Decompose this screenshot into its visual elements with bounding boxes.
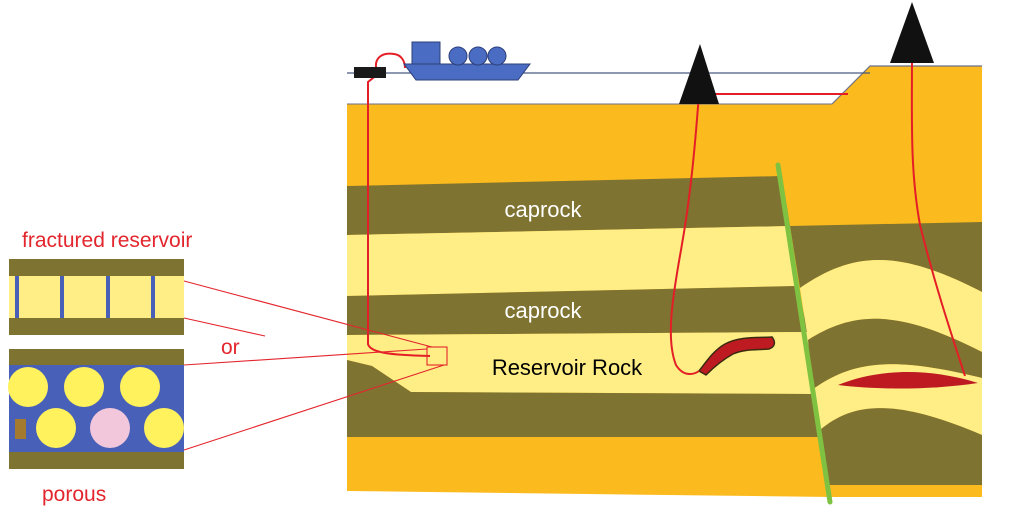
oil-trap-anticline xyxy=(838,371,978,389)
porous-reservoir-inset xyxy=(8,349,184,469)
sand-grains xyxy=(8,367,184,448)
zoom-box xyxy=(426,346,448,366)
cross-section xyxy=(347,65,982,505)
rig-right-well-path xyxy=(910,55,966,377)
tanker-ship-icon xyxy=(403,41,531,81)
porous-label: porous xyxy=(42,483,106,506)
yellow-layer-upper xyxy=(347,226,797,296)
caprock-label-lower: caprock xyxy=(504,298,582,323)
fracture-lines xyxy=(15,276,155,318)
drilling-rig-icon-right xyxy=(890,2,934,63)
reservoir-rock-label: Reservoir Rock xyxy=(492,355,643,380)
fault-line xyxy=(775,162,833,505)
reservoir-rock-layer xyxy=(347,332,812,394)
anticline-olive-middle xyxy=(808,318,982,390)
fractured-reservoir-inset xyxy=(9,259,184,335)
callout-fractured-2 xyxy=(183,317,266,337)
caprock-layer-lower xyxy=(347,286,808,335)
brown-particle xyxy=(15,419,26,439)
fractured-reservoir-label: fractured reservoir xyxy=(22,229,192,252)
drilling-rig-icon-left xyxy=(679,44,719,104)
rig-left-well-path xyxy=(669,79,701,375)
shoreline-ramp xyxy=(831,65,982,105)
subsea-well-path xyxy=(367,52,431,357)
anticline-olive-lower xyxy=(820,408,982,485)
callout-porous-2 xyxy=(183,364,445,451)
caprock-layer-right xyxy=(790,222,982,292)
well-paths xyxy=(367,52,966,377)
caprock-label-upper: caprock xyxy=(504,197,582,222)
shale-layer-lower xyxy=(347,360,819,437)
pink-grain xyxy=(90,408,130,448)
callout-lines xyxy=(183,280,448,451)
callout-fractured-1 xyxy=(183,280,433,348)
oil-plume xyxy=(697,336,776,376)
callout-porous-1 xyxy=(183,348,428,366)
caprock-layer-upper xyxy=(347,176,790,235)
subsea-wellhead-icon xyxy=(354,67,386,78)
or-label: or xyxy=(221,336,240,359)
